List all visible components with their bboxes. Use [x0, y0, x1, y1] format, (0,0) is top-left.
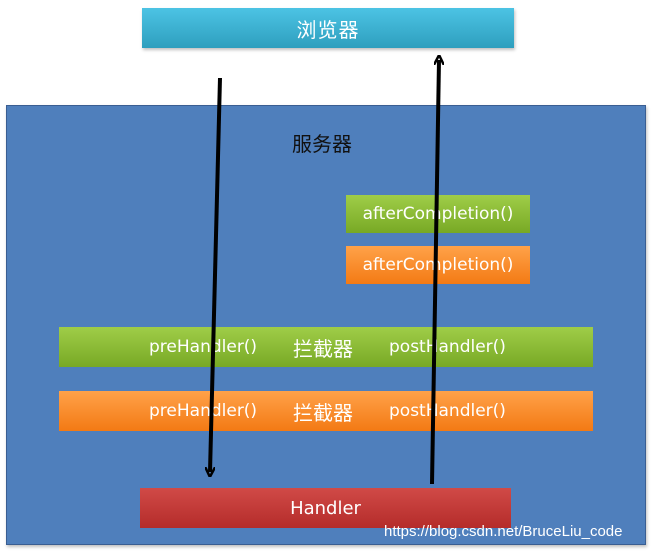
interceptor-orange-bar: preHandler() 拦截器 postHandler() [59, 391, 593, 431]
post-handler-orange-label: postHandler() [389, 401, 506, 421]
browser-label: 浏览器 [296, 17, 360, 42]
after-completion-orange-box: afterCompletion() [346, 246, 530, 284]
browser-box: 浏览器 [142, 8, 514, 48]
after-completion-green-label: afterCompletion() [362, 204, 514, 224]
handler-label: Handler [290, 497, 361, 519]
handler-box: Handler [140, 488, 511, 528]
server-label: 服务器 [292, 132, 352, 156]
pre-handler-orange-label: preHandler() [149, 401, 258, 421]
after-completion-orange-label: afterCompletion() [362, 255, 514, 275]
interceptor-green-name: 拦截器 [293, 336, 353, 361]
post-handler-green-label: postHandler() [389, 337, 506, 357]
interceptor-green-bar: preHandler() 拦截器 postHandler() [59, 327, 593, 367]
server-container [6, 105, 646, 545]
watermark-text: https://blog.csdn.net/BruceLiu_code [384, 523, 623, 540]
pre-handler-green-label: preHandler() [149, 337, 258, 357]
interceptor-orange-name: 拦截器 [293, 400, 353, 425]
after-completion-green-box: afterCompletion() [346, 195, 530, 233]
